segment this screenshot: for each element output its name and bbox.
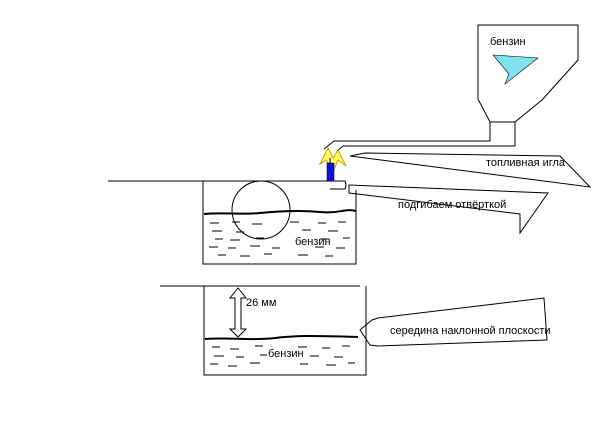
fuel-level-line-top [203, 209, 357, 215]
fuel-line-upper [323, 122, 491, 150]
fuel-line-lower [336, 122, 516, 152]
inclined-plane-label: середина наклонной плоскости [390, 325, 551, 337]
fuel-needle-arrow [349, 152, 592, 188]
float-ball [231, 180, 291, 240]
fuel-needle-label: топливная игла [486, 157, 566, 169]
chamber-fuel-bottom-label: бензин [268, 348, 304, 360]
level-distance-label: 26 мм [246, 297, 276, 309]
inclined-plane-arrow [359, 297, 548, 347]
fuel-tank-outline [477, 24, 579, 123]
chamber-top-body [202, 181, 357, 265]
level-distance-arrow [228, 287, 248, 338]
tank-fuel-label: бензин [490, 36, 526, 48]
fuel-level-line-bottom [204, 335, 359, 341]
tank-fuel-triangle [492, 54, 539, 85]
chamber-bottom-body [203, 286, 367, 376]
fuel-hatching-bottom [210, 345, 355, 367]
fuel-hatching-top [209, 221, 350, 257]
bend-screwdriver-label: подгибаем отвёрткой [398, 199, 506, 211]
bend-screwdriver-arrow [348, 184, 549, 235]
needle-core [326, 162, 335, 182]
float-lever-tongue [330, 180, 347, 190]
fuel-needle [318, 146, 347, 182]
chamber-fuel-top-label: бензин [295, 236, 331, 248]
